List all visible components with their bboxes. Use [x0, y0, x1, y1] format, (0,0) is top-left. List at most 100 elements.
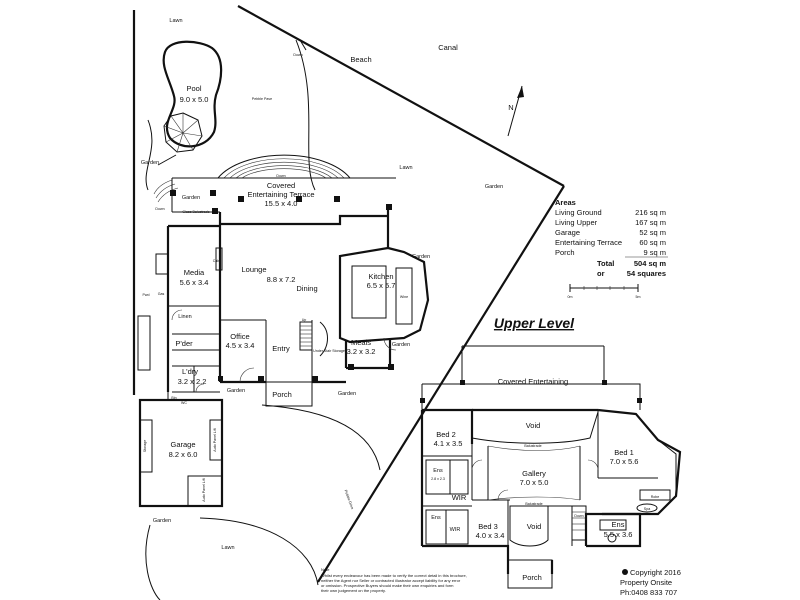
wir-left-label: WIR — [452, 493, 467, 502]
areas-row-value: 167 sq m — [635, 218, 666, 227]
garage-label: Garage — [170, 440, 195, 449]
lounge-dim: 8.8 x 7.2 — [267, 275, 296, 284]
bed2-dim: 4.1 x 3.5 — [434, 439, 463, 448]
pool-label: Pool — [186, 84, 201, 93]
areas-row-value: 9 sq m — [643, 248, 666, 257]
linen-label: Linen — [178, 314, 191, 320]
garden-porch-left-label: Garden — [227, 388, 245, 394]
terrace-steps — [217, 154, 351, 179]
areas-row-value: 216 sq m — [635, 208, 666, 217]
balustrade-label: Balustrade — [524, 444, 541, 448]
pool-deck-edge — [157, 154, 177, 166]
areas-or-label: or — [597, 269, 605, 278]
gallery-label: Gallery — [522, 469, 546, 478]
driveway-label: Pebble Drive — [344, 489, 355, 510]
areas-table: Areas Living Ground 216 sq m Living Uppe… — [555, 198, 668, 278]
void-top-label: Void — [526, 421, 541, 430]
storage-label: Storage — [143, 440, 147, 453]
up-label: Up — [302, 318, 307, 322]
copyright-line-3: Ph:0408 833 707 — [620, 588, 677, 597]
copyright-line-2: Property Onsite — [620, 578, 672, 587]
north-label: N — [508, 103, 513, 112]
garden-left2-label: Garden — [182, 195, 200, 201]
copyright-block: Copyright 2016 Property Onsite Ph:0408 8… — [620, 568, 681, 597]
lounge-label: Lounge — [241, 265, 266, 274]
bed1-dim: 7.0 x 5.6 — [610, 457, 639, 466]
ens-right-dim: 5.5 x 3.6 — [604, 530, 633, 539]
wc-label: WC — [181, 401, 187, 405]
bed3-dim: 4.0 x 3.4 — [476, 531, 505, 540]
terrace-label-2: Entertaining Terrace — [248, 190, 315, 199]
lawn-edge-left — [145, 524, 161, 600]
pool-outline — [162, 40, 223, 148]
bed3-label: Bed 3 — [478, 522, 498, 531]
pool-dim: 9.0 x 5.0 — [180, 95, 209, 104]
down-left-label: Down — [155, 207, 164, 211]
driveway-curve — [261, 404, 381, 471]
bin-label: Bin — [171, 396, 176, 400]
terrace-dim: 15.5 x 4.0 — [265, 199, 298, 208]
garden-porch-right-label: Garden — [338, 391, 356, 397]
copyright-icon — [622, 569, 628, 575]
garage-dim: 8.2 x 6.0 — [169, 450, 198, 459]
void-bottom-label: Void — [527, 522, 542, 531]
stair-ground — [299, 321, 328, 357]
meals-label: Meals — [351, 338, 371, 347]
dining-label: Dining — [296, 284, 317, 293]
areas-row-label: Garage — [555, 228, 580, 237]
media-dim: 5.6 x 3.4 — [180, 278, 209, 287]
lawn-edge-right — [199, 517, 319, 586]
upper-porch-label: Porch — [522, 573, 542, 582]
gallery-dim: 7.0 x 5.0 — [520, 478, 549, 487]
canal-label: Canal — [438, 43, 458, 52]
note-line-1: Whilst every endeavour has been made to … — [321, 573, 467, 578]
office-dim: 4.5 x 3.4 — [226, 341, 255, 350]
auto-panel-label: Auto Panel Lift — [213, 428, 217, 451]
pool-steps — [153, 179, 179, 203]
upper-level-walls — [420, 345, 682, 589]
upper-level-title: Upper Level — [494, 315, 575, 331]
pool — [153, 40, 223, 203]
under-stair-label: Under Stair Storage — [313, 349, 345, 353]
down-deck-label: Down — [293, 53, 302, 57]
copyright-line-1: Copyright 2016 — [630, 568, 681, 577]
pwd-label: Pwd — [143, 293, 150, 297]
balustrade-lower-label: Balustrade — [525, 502, 542, 506]
ens-left-top-dim: 2.8 x 2.3 — [431, 477, 445, 481]
down-stairs-label: Down — [276, 174, 285, 178]
note-line-2: neither the Agent nor Seller or contract… — [321, 578, 461, 583]
gas-label: Gas — [158, 292, 165, 296]
lawn-mid-label: Lawn — [399, 165, 412, 171]
note-line-3: or omission. Prospective Buyers should m… — [321, 583, 454, 588]
areas-total-value: 504 sq m — [634, 259, 666, 268]
media-label: Media — [184, 268, 205, 277]
ens-left-bottom-label: Ens — [431, 515, 441, 521]
garden-left1-label: Garden — [141, 160, 159, 166]
kitchen-dim: 6.5 x 5.7 — [367, 281, 396, 290]
scale-bar: 0m 5m — [568, 284, 641, 299]
pebble-pave-label: Pebble Pave — [252, 97, 272, 101]
ground-floor-walls — [137, 177, 430, 508]
porch-label: Porch — [272, 390, 292, 399]
ldry-dim: 3.2 x 2.2 — [178, 377, 207, 386]
areas-heading: Areas — [555, 198, 576, 207]
auto-panel-label-2: Auto Panel Lift — [202, 478, 206, 501]
scale-start: 0m — [568, 295, 573, 299]
areas-row-label: Entertaining Terrace — [555, 238, 622, 247]
ldry-label: L'dry — [182, 367, 198, 376]
garden-bottom-label: Garden — [153, 518, 171, 524]
bed2-label: Bed 2 — [436, 430, 456, 439]
bed1-label: Bed 1 — [614, 448, 634, 457]
ens-right-label: Ens — [612, 520, 625, 529]
upper-level-labels: Covered Entertaining Void Balustrade Bed… — [431, 377, 659, 582]
areas-total-label: Total — [597, 259, 614, 268]
umbrella-icon — [163, 112, 203, 153]
areas-row-label: Living Upper — [555, 218, 598, 227]
garden-edge-left — [145, 119, 153, 191]
spa-label: Spa — [644, 507, 650, 511]
areas-row-label: Living Ground — [555, 208, 602, 217]
beach-steps — [299, 39, 307, 51]
lawn-top-label: Lawn — [169, 18, 182, 24]
areas-squares-value: 54 squares — [627, 269, 666, 278]
